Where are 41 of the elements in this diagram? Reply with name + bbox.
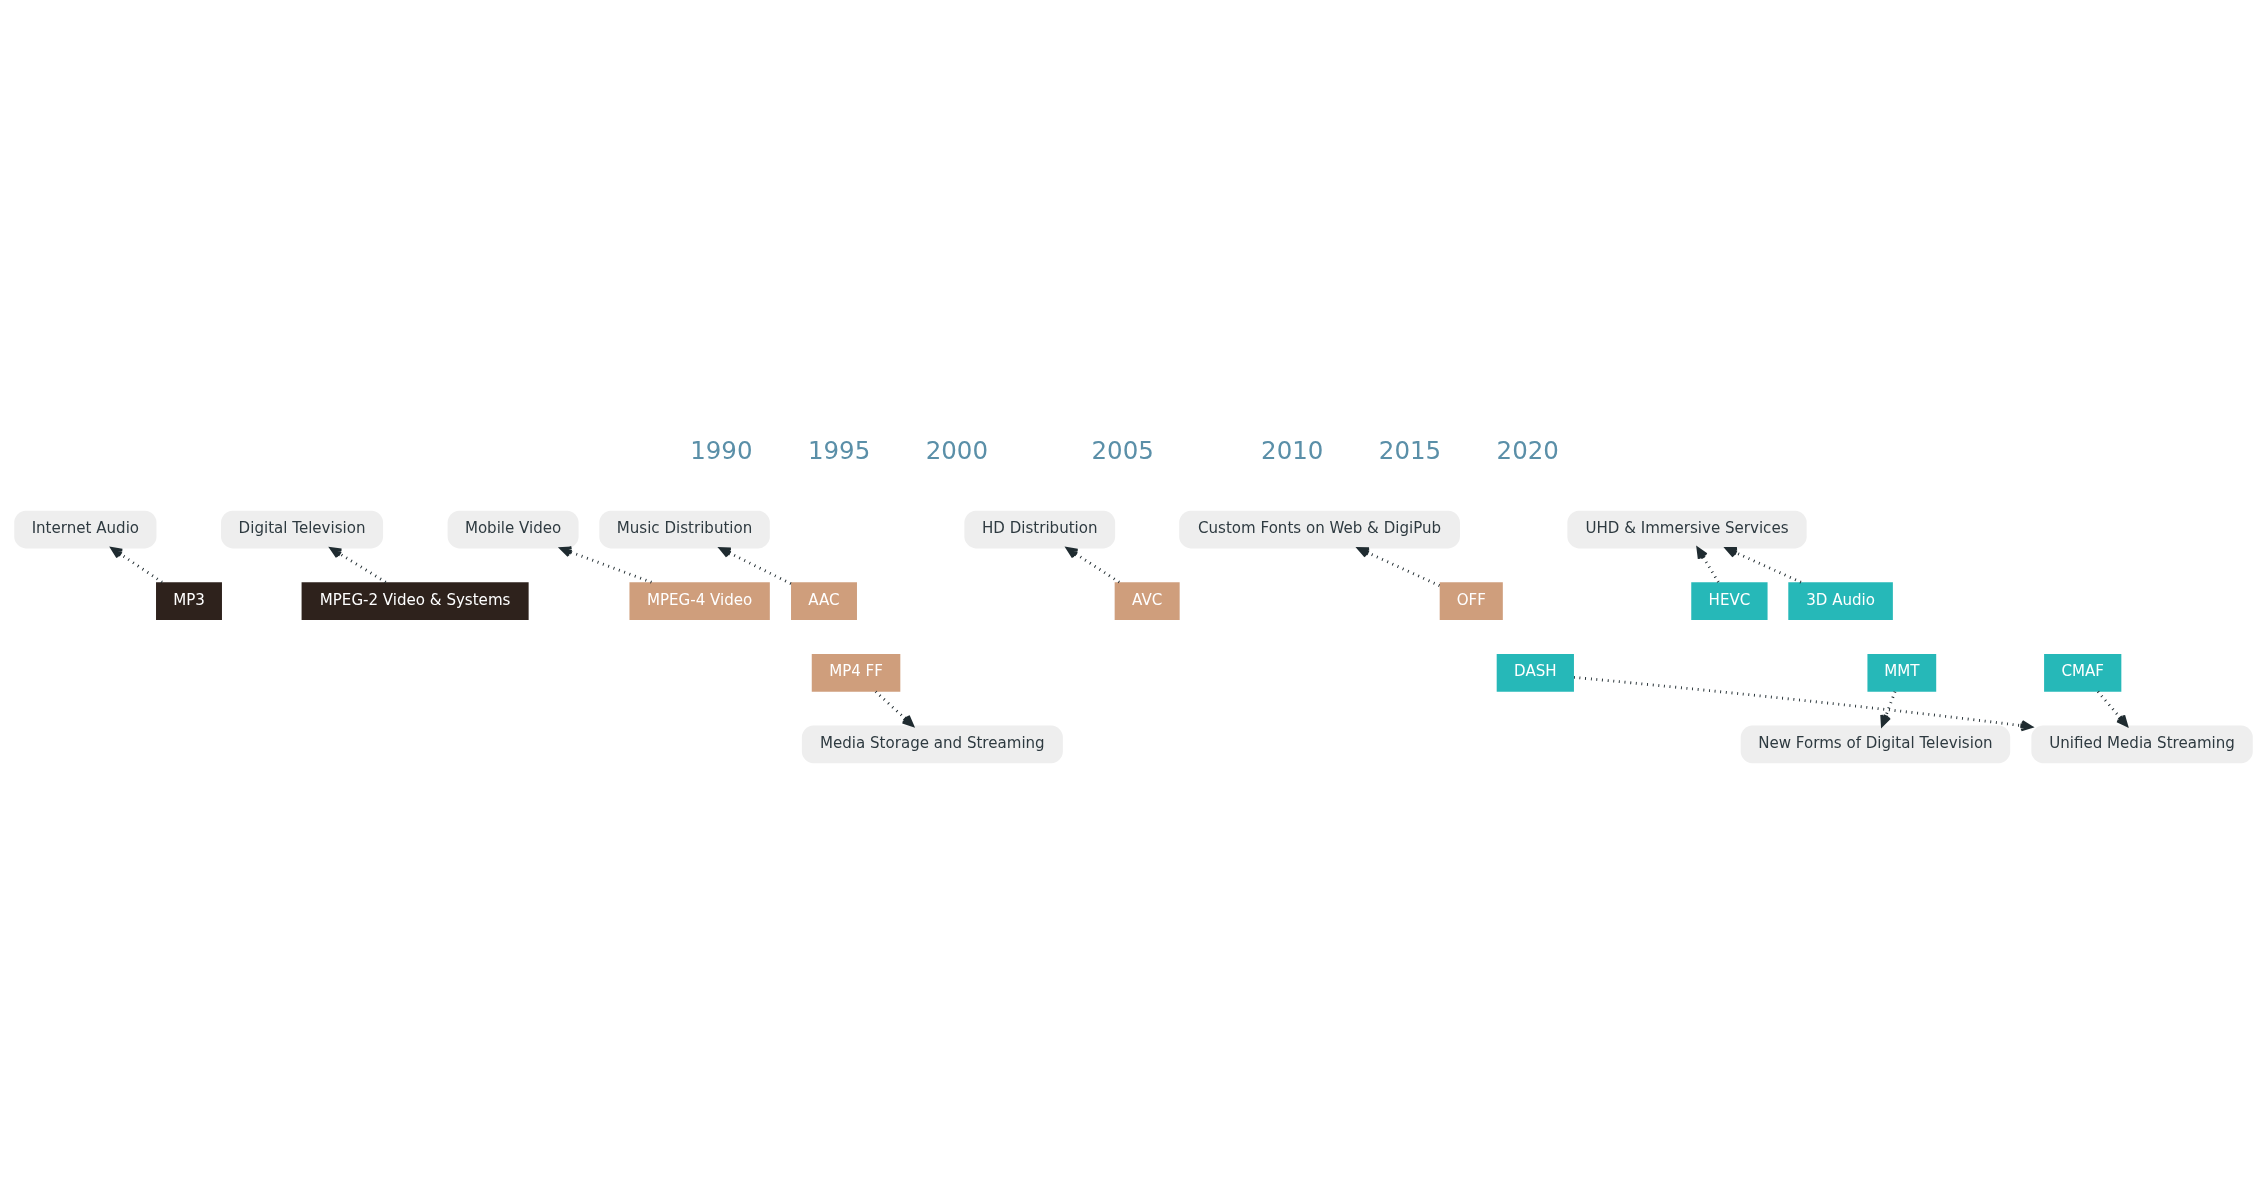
label: 2010: [1261, 435, 1324, 465]
label: 2005: [1091, 435, 1154, 465]
arrow: [719, 546, 792, 585]
label: 2015: [1378, 435, 1442, 465]
arrow: [1357, 546, 1441, 587]
node-box: CMAF: [2044, 653, 2122, 692]
node-box: New Forms of Digital Television: [1740, 725, 2011, 763]
arrow: [1573, 675, 2033, 731]
node-box: Unified Media Streaming: [2031, 725, 2253, 763]
node-box: HD Distribution: [964, 510, 1116, 548]
node-box: Music Distribution: [599, 510, 770, 548]
node-box: AAC: [791, 581, 857, 620]
node-box: MP4 FF: [811, 653, 901, 692]
node-box: DASH: [1496, 653, 1574, 692]
node-box: Custom Fonts on Web & DigiPub: [1179, 510, 1460, 548]
label: 1990: [690, 435, 753, 465]
node-box: MPEG-4 Video: [629, 581, 770, 620]
label: 2000: [925, 435, 988, 465]
node-box: OFF: [1439, 581, 1503, 620]
arrow: [1725, 546, 1802, 583]
label: 1995: [807, 435, 871, 465]
arrow: [874, 690, 914, 727]
node-box: Mobile Video: [447, 510, 579, 548]
label: 2020: [1496, 435, 1559, 465]
arrow: [2096, 690, 2129, 727]
arrow: [1066, 546, 1120, 583]
node-box: MPEG-2 Video & Systems: [301, 581, 529, 620]
node-box: Internet Audio: [14, 510, 157, 548]
node-box: MP3: [156, 581, 222, 620]
arrow: [329, 546, 387, 583]
node-box: UHD & Immersive Services: [1567, 510, 1807, 548]
node-box: Digital Television: [221, 510, 384, 548]
node-box: MMT: [1867, 653, 1937, 692]
node-box: HEVC: [1691, 581, 1768, 620]
arrow: [1880, 690, 1897, 727]
arrow: [1696, 546, 1720, 583]
arrow: [110, 546, 163, 583]
node-box: Media Storage and Streaming: [801, 725, 1063, 763]
arrow: [559, 545, 652, 584]
node-box: 3D Audio: [1788, 581, 1893, 620]
node-box: AVC: [1114, 581, 1180, 620]
